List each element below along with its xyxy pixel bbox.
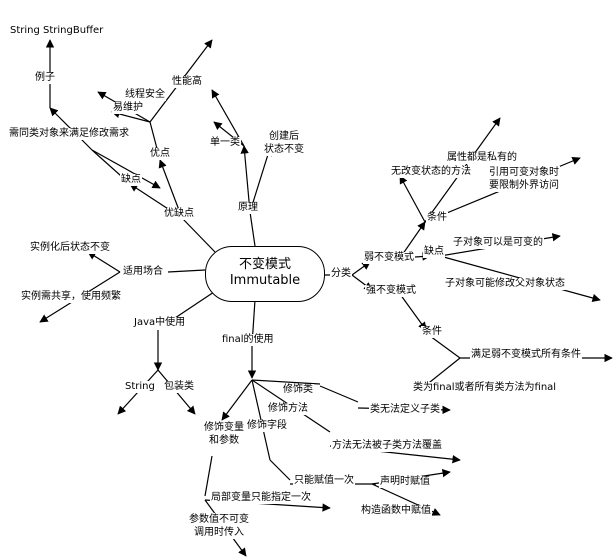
label-satisfy-weak: 满足弱不变模式所有条件 xyxy=(470,349,582,361)
label-modify-method: 修饰方法 xyxy=(267,403,309,415)
label-condition-strong: 条件 xyxy=(421,326,443,338)
label-need-modify: 需同类对象来满足修改需求 xyxy=(8,128,130,140)
edge-need-extra xyxy=(91,149,161,189)
label-condition-weak: 条件 xyxy=(426,212,448,224)
label-example: 例子 xyxy=(34,72,56,84)
label-param-immutable: 参数值不可变 调用时传入 xyxy=(188,513,250,539)
edge-modfield-hub xyxy=(269,459,291,481)
edge-strong-condition xyxy=(399,293,427,331)
label-thread-safe: 线程安全 xyxy=(124,89,166,101)
label-strong-immutable: 强不变模式 xyxy=(365,285,417,297)
label-pros-cons: 优缺点 xyxy=(163,208,195,220)
edge-center-principle xyxy=(249,211,256,247)
edge-center-scenarios xyxy=(167,269,206,273)
label-weak-immutable: 弱不变模式 xyxy=(363,252,415,264)
label-single-class: 单一类 xyxy=(209,137,241,149)
label-modify-field: 修饰字段 xyxy=(246,420,288,432)
edge-modvar-down xyxy=(204,455,213,497)
label-classify: 分类 xyxy=(330,268,352,280)
label-share-frequent: 实例需共享，使用频繁 xyxy=(20,291,122,303)
label-no-subclass: 类无法定义子类 xyxy=(369,404,441,416)
label-weak-flaw: 缺点 xyxy=(423,246,445,258)
label-assign-at-declaration: 声明时赋值 xyxy=(379,476,431,488)
label-final-class-methods: 类为final或者所有类方法为final xyxy=(412,382,558,394)
label-principle: 原理 xyxy=(237,202,259,214)
edge-classify-weak xyxy=(351,261,371,276)
label-child-mutable: 子对象可以是可变的 xyxy=(452,237,544,249)
label-no-override: 方法无法被子类方法覆盖 xyxy=(331,440,443,452)
edge-cond2-hub xyxy=(429,335,461,359)
edge-scen-after xyxy=(87,251,121,273)
label-wrapper-class: 包装类 xyxy=(163,381,195,393)
edge-final-modvar xyxy=(221,379,253,421)
label-no-state-method: 无改变状态的方法 xyxy=(390,166,472,178)
label-performance: 性能高 xyxy=(171,76,203,88)
label-local-once: 局部变量只能指定一次 xyxy=(210,492,312,504)
label-disadvantage: 缺点 xyxy=(120,174,142,186)
label-assign-once: 只能赋值一次 xyxy=(293,475,355,487)
central-title: 不变模式 xyxy=(238,257,291,272)
label-restrict-ref: 引用可变对象时 要限制外界访问 xyxy=(488,166,560,192)
edge-center-proscons xyxy=(181,217,216,253)
label-java-usage: Java中使用 xyxy=(133,317,187,329)
label-scenarios: 适用场合 xyxy=(122,266,164,278)
edge-final-modclass xyxy=(251,379,321,385)
label-child-modify-parent: 子对象可能修改父对象状态 xyxy=(444,278,566,290)
label-advantage: 优点 xyxy=(149,148,171,160)
label-string: String xyxy=(124,381,156,393)
edge-principle-state xyxy=(249,147,272,213)
edge-cond-nosetter xyxy=(399,175,426,223)
edge-single-up2 xyxy=(211,89,245,147)
label-string-stringbuffer: String StringBuffer xyxy=(9,25,105,37)
central-subtitle: Immutable xyxy=(229,273,301,288)
label-state-after-instance: 实例化后状态不变 xyxy=(29,242,111,254)
label-maintainable: 易维护 xyxy=(112,102,144,114)
central-node: 不变模式 Immutable xyxy=(205,246,325,302)
label-modify-variable: 修饰变量 和参数 xyxy=(203,421,245,447)
edge-modclass-hub xyxy=(319,385,359,403)
label-state-unchanged: 创建后 状态不变 xyxy=(263,130,305,156)
label-assign-in-constructor: 构造函数中赋值 xyxy=(360,505,432,517)
edge-principle-single xyxy=(240,145,251,213)
label-attrs-private: 属性都是私有的 xyxy=(446,152,518,164)
label-modify-class: 修饰类 xyxy=(282,384,314,396)
label-final-usage: final的使用 xyxy=(221,334,275,346)
